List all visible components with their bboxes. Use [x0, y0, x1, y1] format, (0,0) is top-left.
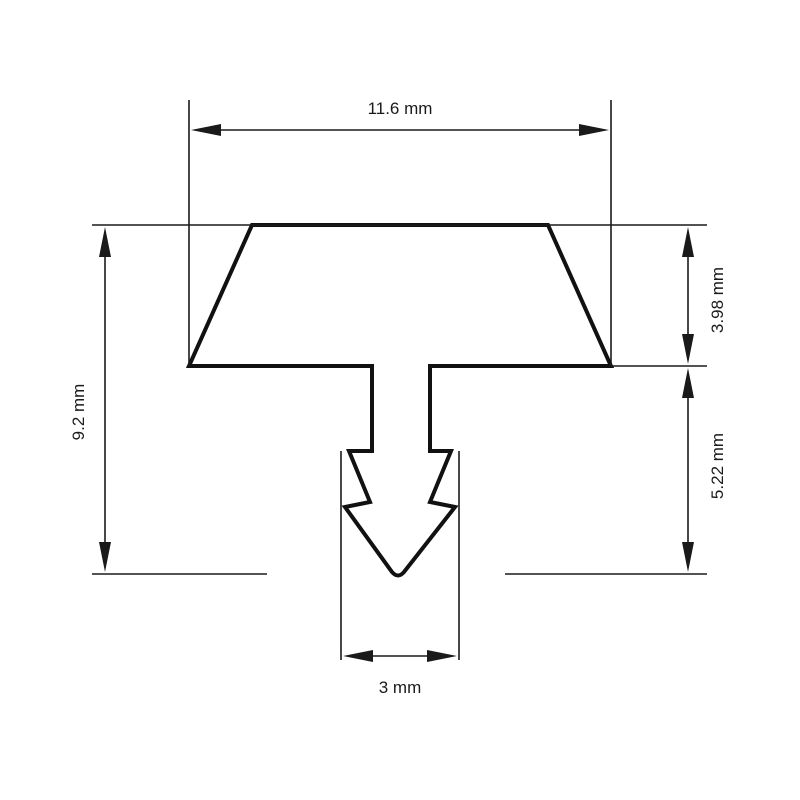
height-head-dimension: 3.98 mm	[682, 227, 727, 364]
width-top-label: 11.6 mm	[368, 99, 433, 118]
clip-profile-outline	[185, 223, 615, 578]
height-total-label: 9.2 mm	[69, 384, 88, 441]
width-top-dimension: 11.6 mm	[191, 99, 609, 136]
height-head-label: 3.98 mm	[708, 267, 727, 333]
height-total-dimension: 9.2 mm	[69, 227, 111, 572]
height-stem-dimension: 5.22 mm	[682, 368, 727, 572]
width-stem-dimension: 3 mm	[343, 650, 457, 697]
height-stem-label: 5.22 mm	[708, 433, 727, 499]
width-stem-label: 3 mm	[379, 678, 422, 697]
